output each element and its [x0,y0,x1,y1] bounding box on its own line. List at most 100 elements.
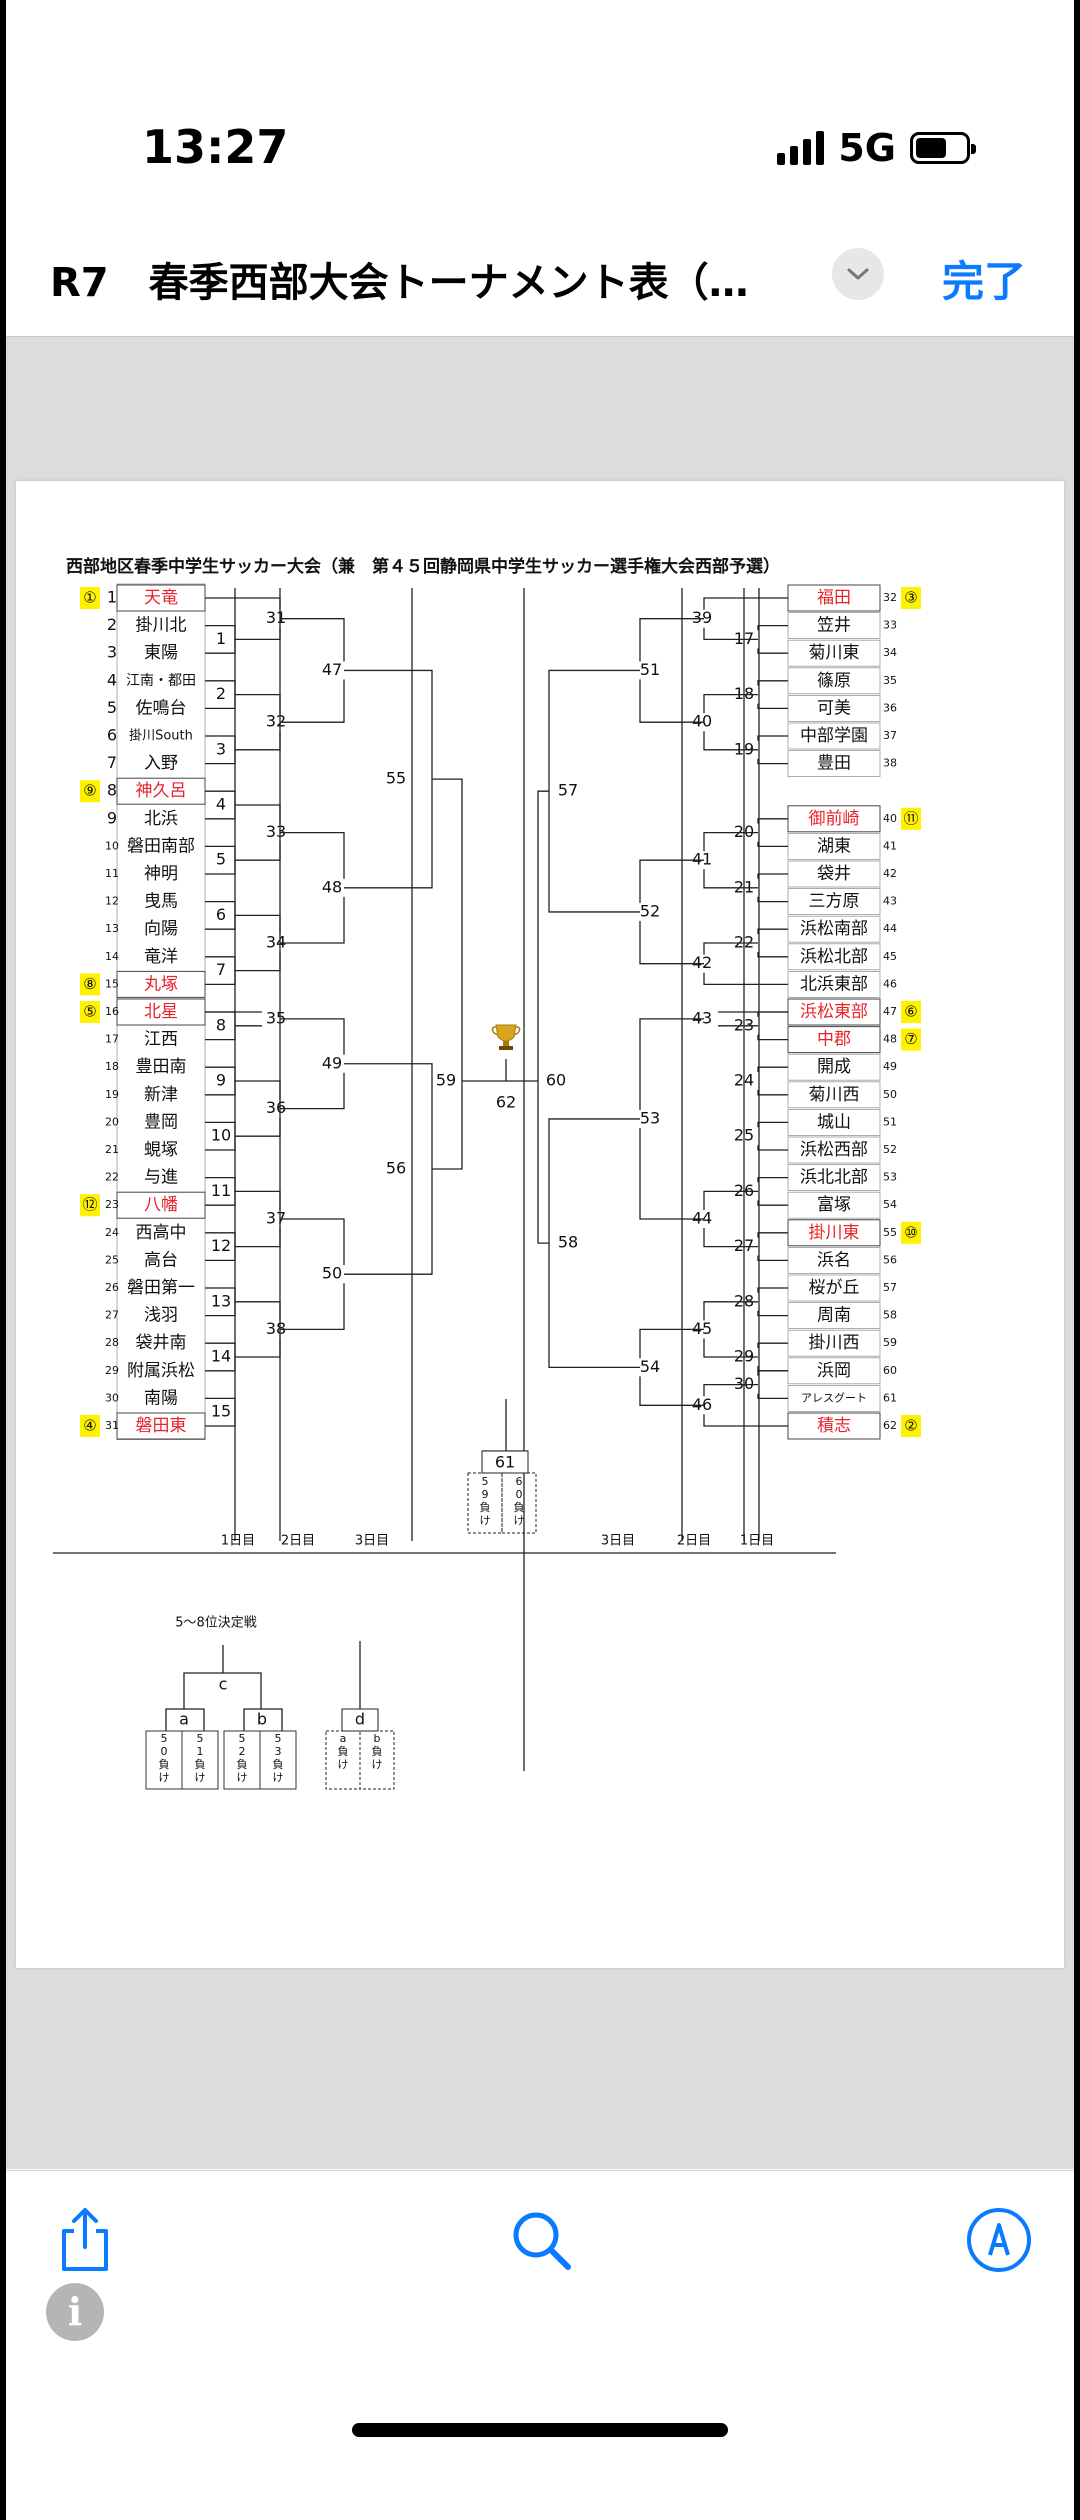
markup-button[interactable] [964,2205,1034,2275]
signal-icon [777,131,825,165]
team-name: 曳馬 [144,892,178,912]
team-box [787,639,881,667]
match-number: 37 [266,1209,286,1228]
day-label: 3日目 [355,1534,389,1549]
title-menu-button[interactable] [832,248,884,300]
team-name: 高台 [144,1250,178,1270]
r1-bracket-line [757,735,788,765]
seed-number: ③ [904,589,917,607]
team-box [787,667,881,695]
search-button[interactable] [506,2205,576,2275]
seed-number: ⑧ [83,975,96,993]
team-name: 菊川東 [809,643,860,663]
team-number: 62 [883,1419,897,1432]
match-label-bg [318,661,348,680]
match-label-bg [209,1237,233,1256]
team-name: 浅羽 [144,1306,178,1326]
done-button[interactable]: 完了 [942,257,1027,306]
trophy-stem [503,1041,509,1046]
r1-bracket-line [757,1066,788,1096]
match-label-bg [382,1159,412,1178]
match-label-bg [209,851,233,870]
match-label-bg [318,878,348,897]
placement-slot-text: 3 [275,1745,282,1758]
team-number: 43 [883,895,897,908]
team-box [787,970,881,998]
team-name: 豊岡 [144,1112,178,1132]
third-slot-text: 9 [482,1488,489,1501]
seed-highlight [901,1028,921,1051]
match-label-bg [262,1099,290,1118]
team-box [787,1191,881,1219]
placement-slot-text: け [195,1771,206,1784]
placement-slot-text: け [372,1758,383,1771]
info-button[interactable]: i [46,2283,104,2341]
team-number: 12 [105,895,119,908]
team-name: 浜岡 [817,1361,851,1381]
team-name: 天竜 [144,588,178,608]
seed-team-box [116,777,206,805]
match-label-bg [209,740,233,759]
placement-a-line [165,1708,205,1731]
match-label-bg [209,961,233,980]
team-number: 9 [107,808,117,827]
match-number: 43 [692,1008,712,1027]
placement-slot-text: 2 [239,1745,246,1758]
seed-team-box [116,584,206,612]
seed-number: ① [83,589,96,607]
placement-slot [181,1730,219,1790]
match-label-bg [634,902,664,921]
seed-highlight [80,1415,100,1437]
placement-slot-text: b [374,1732,381,1745]
team-number: 47 [883,1005,897,1018]
match-label-bg [209,1127,233,1146]
match-number: 60 [546,1071,566,1090]
team-number: 28 [105,1336,119,1349]
team-name: 御前崎 [809,809,860,829]
placement-b-line [243,1708,283,1731]
match-number: 12 [211,1236,231,1255]
match-label-bg [209,685,233,704]
placement-slot-text: け [273,1771,284,1784]
team-number: 1 [107,588,117,607]
document-viewer[interactable]: 西部地区春季中学生サッカー大会（兼 第４５回静岡県中学生サッカー選手権大会西部予… [6,336,1074,2169]
match-label-bg [262,1210,290,1228]
team-box [787,722,881,750]
match-number: 48 [322,877,342,896]
placement-slot-text: 1 [197,1745,204,1758]
placement-slot [259,1730,297,1790]
team-number: 2 [107,615,117,634]
team-box [787,612,881,640]
share-button[interactable] [50,2205,120,2275]
team-number: 16 [105,1005,119,1018]
team-number: 30 [105,1391,119,1404]
seed-highlight [901,1001,921,1023]
team-name: 磐田第一 [127,1278,195,1298]
match-label-bg [262,713,290,732]
match-label-bg [209,1292,233,1311]
day-label: 2日目 [281,1534,315,1549]
match-label-bg [262,823,290,842]
team-box [787,1081,881,1109]
team-number: 20 [105,1115,119,1128]
match-number: 58 [558,1233,578,1252]
document-title: R7 春季西部大会トーナメント表（… [50,260,749,306]
match-number: 34 [266,933,286,952]
seed-number: ⑫ [82,1196,97,1214]
r1-bracket-line [757,1176,788,1206]
match-number: 38 [266,1319,286,1338]
match-number: 45 [692,1319,712,1338]
team-box [787,584,881,612]
document-heading: 西部地区春季中学生サッカー大会（兼 第４５回静岡県中学生サッカー選手権大会西部予… [66,556,780,577]
third-slot-text: 負 [480,1501,491,1514]
seed-number: ⑤ [83,1003,96,1021]
team-name: 福田 [817,588,851,608]
r1-bracket-line [757,873,788,903]
team-name: 丸塚 [144,974,178,994]
team-name: 浜北北部 [800,1168,868,1188]
team-number: 8 [107,781,117,800]
team-number: 59 [883,1336,897,1349]
home-indicator [352,2423,728,2437]
match-label-bg [209,1403,233,1422]
team-box [787,1357,881,1385]
